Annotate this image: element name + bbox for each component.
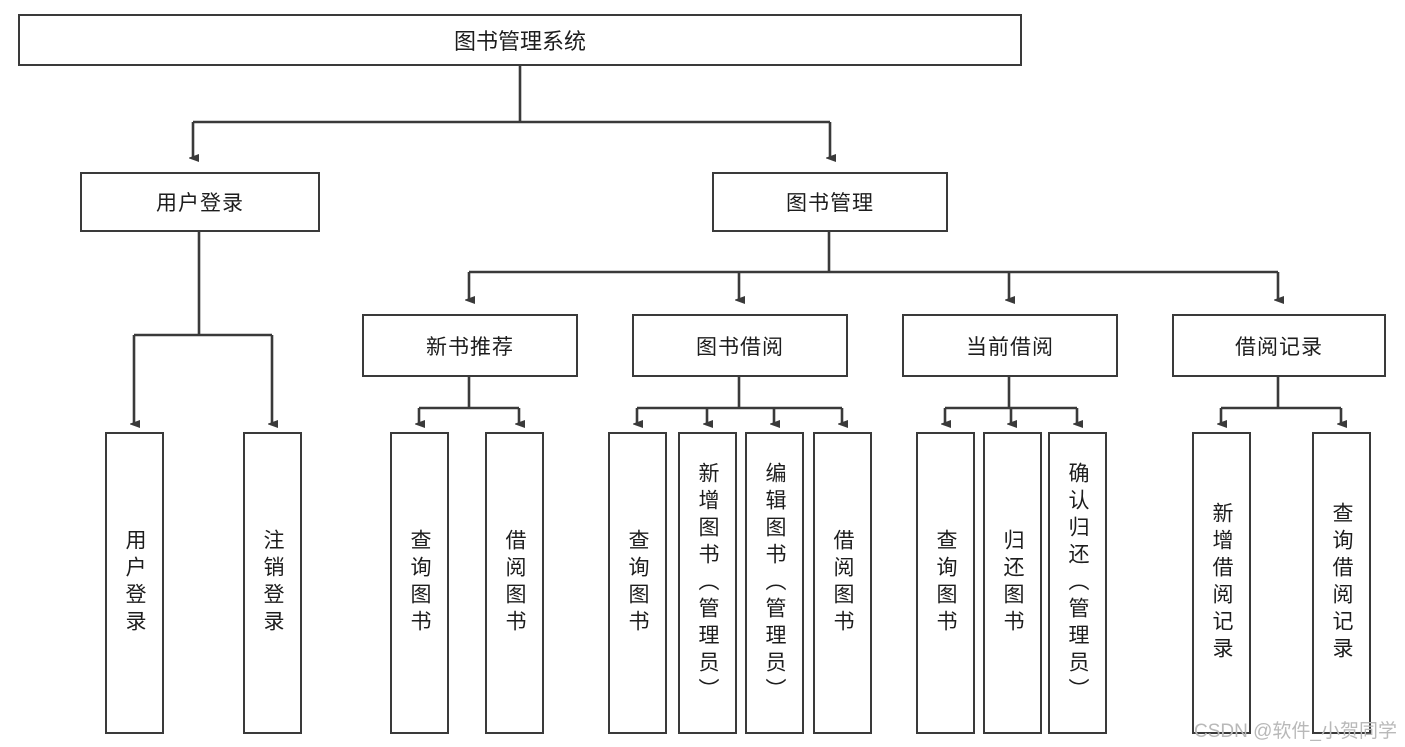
node-book-management[interactable]: 图书管理 [712, 172, 948, 232]
node-label: 确认归还（管理员） [1066, 461, 1089, 705]
node-root-system[interactable]: 图书管理系统 [18, 14, 1022, 66]
leaf-current-return-book[interactable]: 归还图书 [983, 432, 1042, 734]
leaf-records-add-record[interactable]: 新增借阅记录 [1192, 432, 1251, 734]
node-label: 图书借阅 [696, 335, 784, 359]
node-label: 图书管理系统 [453, 29, 586, 54]
leaf-borrow-add-book-admin[interactable]: 新增图书（管理员） [678, 432, 737, 734]
node-label: 编辑图书（管理员） [763, 461, 786, 705]
node-label: 注销登录 [261, 529, 284, 637]
node-label: 查询图书 [626, 529, 649, 637]
node-label: 新增图书（管理员） [696, 461, 719, 705]
leaf-borrow-edit-book-admin[interactable]: 编辑图书（管理员） [745, 432, 804, 734]
node-book-borrow[interactable]: 图书借阅 [632, 314, 848, 377]
node-label: 查询图书 [408, 529, 431, 637]
node-label: 借阅图书 [503, 529, 526, 637]
node-label: 借阅图书 [831, 529, 854, 637]
node-user-login[interactable]: 用户登录 [80, 172, 320, 232]
node-label: 用户登录 [123, 529, 146, 637]
leaf-current-query-book[interactable]: 查询图书 [916, 432, 975, 734]
node-label: 查询借阅记录 [1330, 502, 1353, 664]
leaf-user-login[interactable]: 用户登录 [105, 432, 164, 734]
node-new-book-recommend[interactable]: 新书推荐 [362, 314, 578, 377]
leaf-borrow-query-book[interactable]: 查询图书 [608, 432, 667, 734]
leaf-records-query-record[interactable]: 查询借阅记录 [1312, 432, 1371, 734]
node-label: 新增借阅记录 [1210, 502, 1233, 664]
leaf-borrow-borrow-book[interactable]: 借阅图书 [813, 432, 872, 734]
watermark: CSDN @软件_小贺同学 [1194, 721, 1397, 742]
node-borrow-records[interactable]: 借阅记录 [1172, 314, 1386, 377]
leaf-recommend-borrow-book[interactable]: 借阅图书 [485, 432, 544, 734]
node-label: 借阅记录 [1235, 335, 1323, 359]
leaf-current-confirm-return-admin[interactable]: 确认归还（管理员） [1048, 432, 1107, 734]
node-label: 归还图书 [1001, 529, 1024, 637]
node-label: 新书推荐 [426, 335, 514, 359]
leaf-recommend-query-book[interactable]: 查询图书 [390, 432, 449, 734]
node-current-borrow[interactable]: 当前借阅 [902, 314, 1118, 377]
node-label: 当前借阅 [966, 335, 1054, 359]
leaf-user-logout[interactable]: 注销登录 [243, 432, 302, 734]
node-label: 图书管理 [786, 192, 874, 215]
node-label: 用户登录 [156, 192, 244, 215]
node-label: 查询图书 [934, 529, 957, 637]
